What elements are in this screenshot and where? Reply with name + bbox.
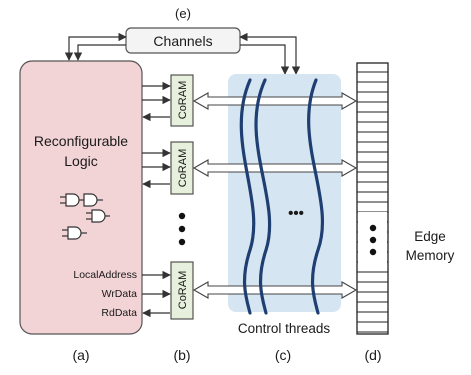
- svg-text:CoRAM: CoRAM: [177, 81, 189, 120]
- label-e: (e): [175, 6, 191, 21]
- logic-coram-port-arrows: [142, 81, 171, 318]
- edge-memory-array: [356, 62, 389, 335]
- channels-right-link: [239, 32, 301, 75]
- edge-memory-label-line1: Edge: [414, 229, 446, 244]
- port-local-address: LocalAddress: [73, 269, 137, 281]
- coram-block-1: CoRAM: [170, 74, 194, 127]
- label-d: (d): [364, 347, 381, 363]
- channels-left-link: [64, 32, 127, 61]
- label-b: (b): [173, 347, 190, 363]
- coram-block-2: CoRAM: [170, 141, 194, 195]
- edge-memory-label-line2: Memory: [406, 248, 455, 263]
- logic-title-line1: Reconfigurable: [34, 133, 128, 149]
- label-c: (c): [275, 347, 291, 363]
- label-a: (a): [72, 347, 89, 363]
- channels-label: Channels: [153, 33, 212, 49]
- threads-ellipsis: •••: [288, 205, 304, 222]
- coram-block-3: CoRAM: [170, 261, 194, 320]
- coram-continuation-dots: [178, 212, 186, 246]
- reconfigurable-logic-block: [19, 60, 143, 335]
- control-threads-label: Control threads: [238, 321, 331, 336]
- port-rd-data: RdData: [101, 307, 137, 319]
- logic-gates-icon: [60, 193, 110, 240]
- logic-title-line2: Logic: [64, 153, 97, 169]
- svg-text:CoRAM: CoRAM: [177, 271, 189, 310]
- port-wr-data: WrData: [102, 288, 138, 300]
- data-transfer-arrows: [192, 92, 358, 299]
- control-thread-curves: [239, 78, 324, 315]
- svg-text:CoRAM: CoRAM: [177, 149, 189, 188]
